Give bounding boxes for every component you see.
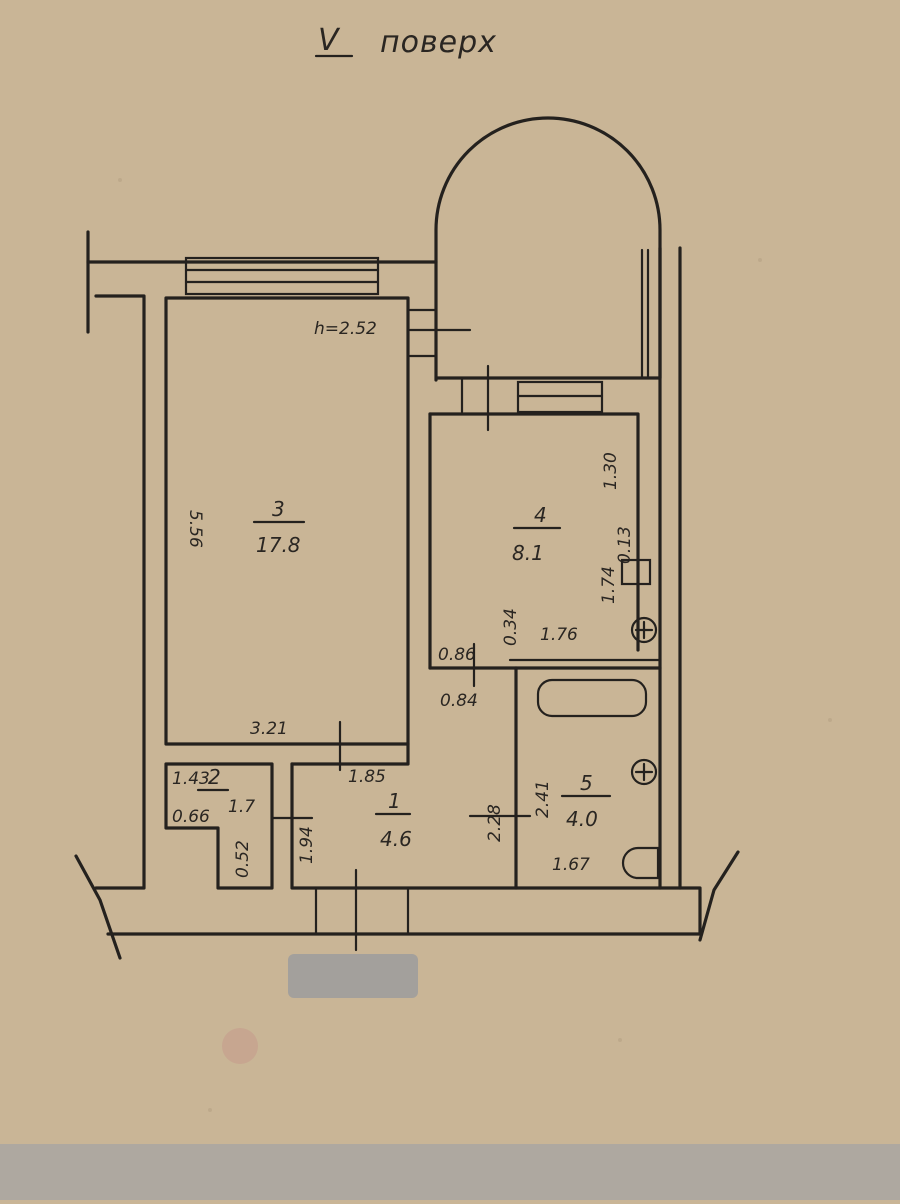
room3-area: 17.8 [256,533,301,557]
room4-right-dim: 1.74 [599,566,619,604]
floor-label: V поверх [314,23,497,60]
balcony [408,116,662,432]
ceiling-height: h=2.52 [314,319,377,339]
passage-depth-dim: 0.84 [440,691,478,711]
room5-area: 4.0 [566,807,598,831]
kitchen-sink-icon [630,616,658,644]
room3-number: 3 [272,497,285,521]
floor-numeral: V [318,23,341,58]
closet-depth-dim: 0.66 [172,807,210,827]
right-wall [658,246,682,890]
bath-width-dim: 1.67 [552,855,590,875]
hall-right-dim: 2.28 [485,804,505,842]
room4-area: 8.1 [512,541,544,565]
room2-area: 1.7 [228,797,255,817]
red-smudge [222,1028,258,1064]
left-bottom-break [74,854,122,960]
room5-number: 5 [580,771,593,795]
room4-left-dim: 0.34 [501,608,521,646]
room4-top-dim: 1.30 [601,452,621,490]
room1-number: 1 [388,789,401,813]
room2-number: 2 [208,765,221,789]
room-4: 4 8.1 1.30 1.74 0.13 1.76 0.34 [428,412,658,670]
closet-side-dim: 0.52 [233,840,253,878]
hall-outline [290,762,518,890]
floor-word: поверх [380,25,497,60]
room1-area: 4.6 [380,827,412,851]
hall-top [290,742,410,766]
paper-texture [118,178,832,1112]
room4-bottom-dim: 1.76 [540,625,578,645]
entrance-opening [314,886,410,936]
partitions: 0.86 0.84 [428,642,662,711]
balcony-outline [434,116,662,382]
hall-width-dim: 1.85 [348,767,386,787]
bath-height-dim: 2.41 [533,780,553,818]
redaction-block [288,954,418,998]
right-bottom-break [698,850,740,942]
room-3: 3 17.8 5.56 3.21 h=2.52 [164,296,410,772]
hall-left-dim: 1.94 [297,826,317,864]
window-room3 [184,256,380,296]
bottom-right-corner [678,886,702,936]
room-5: 5 4.0 2.41 1.67 [514,666,662,890]
room4-top-right [428,412,640,652]
closet-width-dim: 1.43 [172,769,210,789]
stove-icon [620,558,652,586]
chimney-dim: 0.13 [615,526,635,564]
bathtub-icon [536,678,648,718]
room3-width-dim: 3.21 [250,719,288,739]
passage-width-dim: 0.86 [438,645,476,665]
room4-number: 4 [534,503,547,527]
toilet-icon [621,846,660,880]
room-1: 1 4.6 1.85 1.94 2.28 [270,742,532,952]
washbasin-icon [630,758,658,786]
room-2: 2 1.7 1.43 0.66 0.52 [164,762,274,890]
closet-outline [164,762,274,890]
redaction-strip [0,1144,900,1200]
windows [184,256,604,414]
left-wall-inner [94,294,146,890]
room3-length-dim: 5.56 [185,510,205,548]
